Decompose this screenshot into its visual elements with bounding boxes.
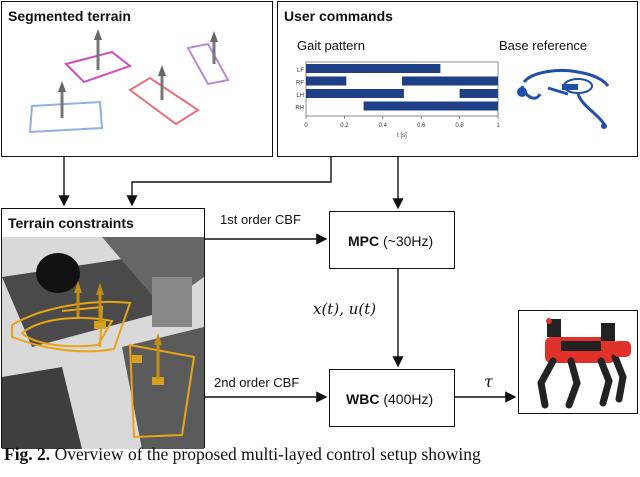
caption-prefix: Fig. 2. [4, 444, 51, 464]
gait-stance-bar [459, 89, 498, 98]
wbc-rate: (400Hz) [383, 391, 434, 407]
terrain-constraints-title: Terrain constraints [8, 215, 134, 231]
figure-caption: Fig. 2. Overview of the proposed multi-l… [4, 444, 640, 465]
gait-stance-bar [306, 89, 404, 98]
terrain-constraints-title-bar: Terrain constraints [2, 209, 204, 238]
segmented-terrain-title: Segmented terrain [8, 8, 131, 24]
flow-arrows [58, 157, 517, 403]
wbc-label: WBC (400Hz) [346, 391, 433, 407]
base-reference-robot [517, 68, 610, 129]
mpc-label: MPC (~30Hz) [348, 233, 433, 249]
segmented-terrain-panel: Segmented terrain [1, 1, 273, 157]
gait-row-label: RH [295, 106, 304, 112]
mpc-name: MPC [348, 233, 380, 249]
state-input-label: x(t), u(t) [313, 300, 377, 318]
second-order-cbf-label: 2nd order CBF [214, 375, 300, 390]
first-order-cbf-label: 1st order CBF [220, 212, 301, 227]
gait-x-tick-label: 0.4 [379, 123, 388, 129]
gait-stance-bar [306, 76, 347, 86]
terrain-constraints-render [2, 237, 204, 449]
segmented-terrain-illustration [28, 29, 230, 134]
gait-row-label: LH [296, 93, 304, 99]
gait-stance-bar [306, 64, 441, 73]
gait-stance-bar [402, 76, 498, 86]
gait-x-axis-label: t [s] [397, 133, 407, 139]
terrain-constraints-panel: Terrain constraints [1, 208, 205, 449]
user-commands-title: User commands [284, 8, 393, 24]
wbc-name: WBC [346, 391, 380, 407]
gait-stance-bar [363, 101, 498, 111]
gait-x-tick-label: 0.2 [340, 123, 349, 129]
gait-pattern-chart: LF RF LH RH 0 0.2 0.4 0.6 0.8 1 t [s] [295, 61, 500, 139]
mpc-block: MPC (~30Hz) [329, 211, 455, 269]
gait-pattern-label: Gait pattern [297, 38, 365, 53]
gait-row-label: RF [296, 81, 304, 87]
gait-row-label: LF [297, 68, 304, 74]
gait-x-tick-label: 0 [304, 123, 308, 129]
wbc-block: WBC (400Hz) [329, 369, 455, 427]
robot-image [537, 318, 631, 409]
base-reference-label: Base reference [499, 38, 588, 53]
gait-x-tick-label: 1 [496, 123, 500, 129]
robot-image-frame [518, 310, 638, 414]
mpc-rate: (~30Hz) [383, 233, 434, 249]
gait-x-tick-label: 0.8 [455, 123, 464, 129]
gait-x-tick-label: 0.6 [417, 123, 426, 129]
caption-text: Overview of the proposed multi-layed con… [54, 444, 481, 464]
user-commands-panel: User commands Gait pattern Base referenc… [277, 1, 638, 157]
torque-label: τ [484, 372, 493, 391]
